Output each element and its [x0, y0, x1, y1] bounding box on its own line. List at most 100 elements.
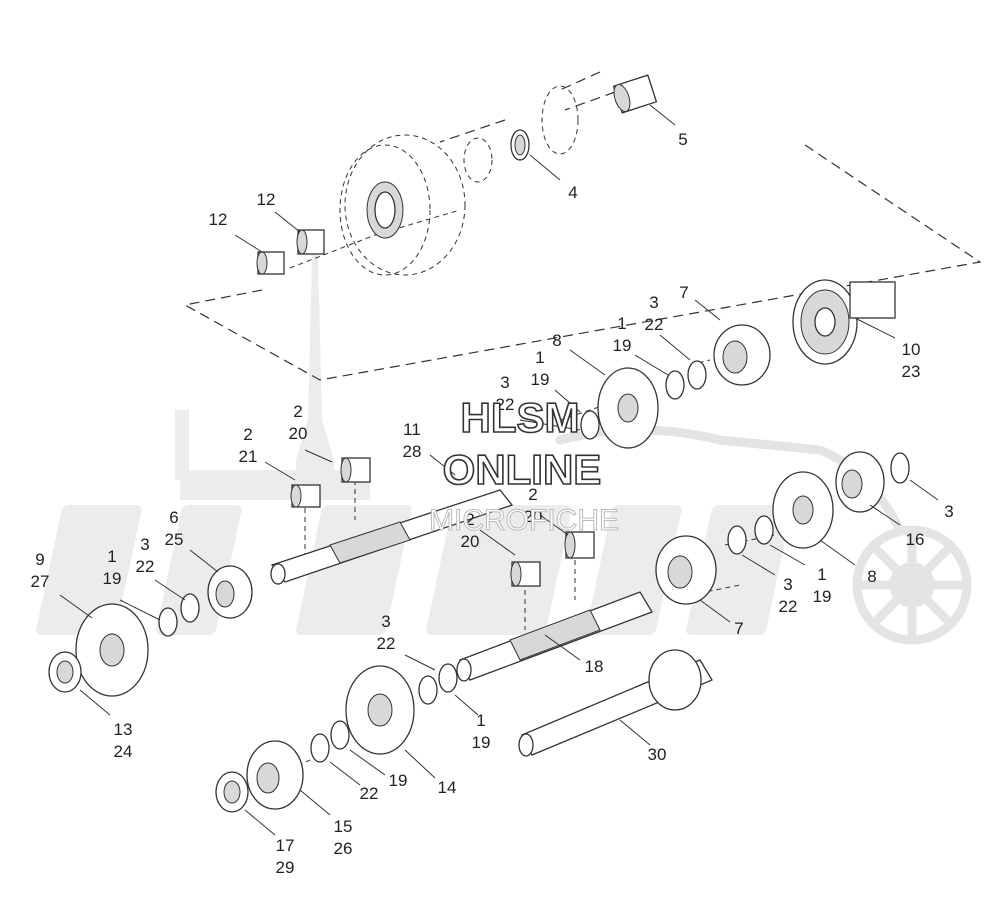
callout-c7b: 7 — [734, 619, 743, 638]
callout-number: 12 — [257, 190, 276, 209]
leader-lines — [59, 104, 939, 836]
callout-line: 22 — [779, 597, 798, 616]
callout-line: 18 — [585, 657, 604, 676]
callout-number: 18 — [585, 657, 604, 676]
part-5-bushing — [612, 74, 658, 114]
callout-number: 5 — [678, 130, 687, 149]
callout-line: 20 — [289, 424, 308, 443]
callout-line: 16 — [906, 530, 925, 549]
part-11-mainshaft — [270, 489, 514, 585]
callout-line: 1 — [535, 348, 544, 367]
callout-line: 1 — [817, 565, 826, 584]
washers-right — [727, 515, 774, 555]
callout-line: 3 — [783, 575, 792, 594]
callout-line: 22 — [136, 557, 155, 576]
part-8-gear-top — [597, 367, 659, 449]
part-9-gear — [75, 603, 149, 697]
part-3-ring-right — [890, 452, 910, 484]
callout-line: 3 — [500, 373, 509, 392]
callout-line: 3 — [140, 535, 149, 554]
callout-number: 14 — [438, 778, 457, 797]
part-7-gear-right — [655, 535, 717, 605]
callout-line: 8 — [552, 331, 561, 350]
callout-number: 8 — [552, 331, 561, 350]
callout-c8b: 8 — [867, 567, 876, 586]
part-12-bushings — [256, 229, 325, 275]
callout-line: 1 — [107, 547, 116, 566]
callout-line: 23 — [902, 362, 921, 381]
callout-line: 7 — [734, 619, 743, 638]
clutch-drum-reference — [339, 85, 579, 276]
watermark-line3: MICROFICHE — [429, 504, 619, 537]
part-8-gear-right — [772, 471, 834, 549]
callout-line: 5 — [678, 130, 687, 149]
washers-top — [580, 360, 707, 440]
callout-line: 2 — [465, 510, 474, 529]
callout-line: 8 — [867, 567, 876, 586]
callout-line: 12 — [209, 210, 228, 229]
callout-line: 15 — [334, 817, 353, 836]
callout-line: 19 — [389, 771, 408, 790]
callout-line: 2 — [528, 485, 537, 504]
callout-c8a: 8 — [552, 331, 561, 350]
callout-line: 17 — [276, 836, 295, 855]
watermark-line2: ONLINE — [443, 446, 602, 493]
callout-line: 1 — [617, 314, 626, 333]
callout-line: 29 — [276, 858, 295, 877]
callout-c22: 22 — [360, 784, 379, 803]
part-13-thrust-washer — [48, 651, 82, 693]
callout-c19: 19 — [389, 771, 408, 790]
part-16-gear — [835, 451, 885, 513]
callout-line: 22 — [496, 395, 515, 414]
callout-line: 3 — [649, 293, 658, 312]
callout-c30: 30 — [648, 745, 667, 764]
callout-line: 20 — [524, 507, 543, 526]
callout-line: 22 — [645, 315, 664, 334]
callout-number: 16 — [906, 530, 925, 549]
part-2-bearings-upper — [290, 457, 371, 508]
part-18-countershaft — [456, 591, 653, 682]
callout-line: 3 — [381, 612, 390, 631]
callout-line: 13 — [114, 720, 133, 739]
part-4-ring — [510, 129, 530, 161]
callout-line: 6 — [169, 508, 178, 527]
callout-line: 3 — [944, 502, 953, 521]
callout-c18: 18 — [585, 657, 604, 676]
callout-line: 11 — [403, 420, 421, 439]
background-logo-watermark — [36, 255, 972, 645]
hlsm-watermark: HLSM ONLINE MICROFICHE — [429, 393, 620, 537]
part-17-thrust-washer — [215, 771, 249, 813]
callout-line: 19 — [103, 569, 122, 588]
callout-number: 8 — [867, 567, 876, 586]
part-15-gear — [246, 740, 304, 810]
callout-line: 22 — [360, 784, 379, 803]
callout-c12a: 12 — [209, 210, 228, 229]
